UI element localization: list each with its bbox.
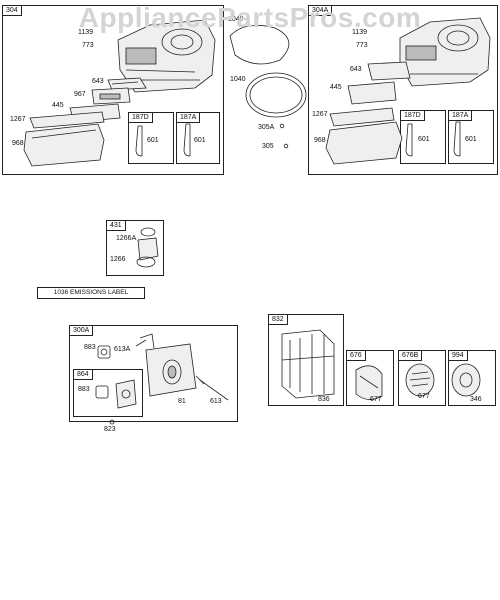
stud-613a-drawing	[135, 339, 147, 347]
part-number: 1139	[352, 29, 368, 36]
group-187a-left: 187A	[176, 112, 220, 164]
part-number: 968	[314, 137, 326, 144]
screws-305-drawing	[279, 123, 289, 149]
part-number: 601	[147, 137, 159, 144]
blower-housing-right-drawing	[399, 17, 491, 87]
group-187d-left-tag: 187D	[129, 113, 153, 123]
group-300a-tag: 300A	[70, 326, 94, 336]
part-number: 601	[194, 137, 206, 144]
part-number: 445	[52, 102, 64, 109]
fuel-tank-cover-left-drawing	[107, 77, 147, 91]
cover-968-left-drawing	[23, 123, 105, 167]
group-994: 994	[448, 350, 496, 406]
group-832-tag: 832	[269, 315, 288, 325]
guard-676b-drawing	[405, 363, 435, 397]
filter-1267-left-drawing	[29, 111, 105, 129]
part-number: 613A	[114, 346, 131, 353]
group-304a-tag: 304A	[309, 6, 333, 16]
tube-187a-left-drawing	[183, 123, 191, 157]
group-864-tag: 864	[74, 370, 93, 380]
part-number: 346	[470, 396, 482, 403]
blower-housing-left-drawing	[117, 19, 216, 93]
part-number: 1267	[10, 116, 26, 123]
part-number: 1266A	[116, 235, 137, 242]
part-number: 601	[418, 136, 430, 143]
cap-431-drawing	[136, 227, 159, 268]
panel-967-left-drawing	[91, 87, 131, 105]
group-187d-left: 187D	[128, 112, 174, 164]
plate-864-drawing	[115, 379, 137, 409]
gasket-883-top-drawing	[97, 345, 111, 359]
guard-832-drawing	[281, 329, 335, 399]
part-number: 305A	[258, 124, 275, 131]
part-number: 677	[418, 393, 430, 400]
part-number: 1040	[230, 76, 246, 83]
group-304: 304	[2, 5, 224, 175]
guard-994-drawing	[451, 363, 481, 397]
group-187d-right-tag: 187D	[401, 111, 425, 121]
group-300a: 300A	[69, 325, 238, 422]
part-number: 967	[74, 91, 86, 98]
group-187a-right-tag: 187A	[449, 111, 473, 121]
filter-1267-right-drawing	[329, 107, 395, 127]
part-number: 81	[178, 398, 186, 405]
group-676b: 676B	[398, 350, 446, 406]
part-number: 1267	[312, 111, 328, 118]
group-676-tag: 676	[347, 351, 366, 361]
cover-968-right-drawing	[325, 121, 403, 165]
group-994-tag: 994	[449, 351, 468, 361]
gasket-1040-top-drawing	[229, 24, 290, 65]
group-676b-tag: 676B	[399, 351, 423, 361]
group-304-tag: 304	[3, 6, 22, 16]
tube-187a-right-drawing	[453, 121, 461, 157]
group-187a-left-tag: 187A	[177, 113, 201, 123]
screw-823-drawing	[109, 419, 115, 425]
ring-1040-drawing	[245, 72, 307, 118]
gasket-883-inner-drawing	[95, 385, 109, 399]
part-number: 773	[82, 42, 94, 49]
part-number: 1040	[228, 16, 244, 23]
part-number: 883	[78, 386, 90, 393]
guard-676-drawing	[355, 365, 383, 400]
part-number: 677	[370, 396, 382, 403]
group-431: 431	[106, 220, 164, 276]
part-number: 643	[350, 66, 362, 73]
muffler-300a-drawing	[139, 333, 197, 397]
part-number: 643	[92, 78, 104, 85]
group-304a: 304A	[308, 5, 498, 175]
fuel-tank-cover-right-drawing	[367, 61, 411, 81]
part-number: 305	[262, 143, 274, 150]
group-676: 676	[346, 350, 394, 406]
part-number: 1139	[78, 29, 94, 36]
group-187a-right: 187A	[448, 110, 494, 164]
group-431-tag: 431	[107, 221, 126, 231]
tube-187d-right-drawing	[405, 123, 413, 157]
group-864: 864	[73, 369, 143, 417]
tube-187d-left-drawing	[135, 125, 143, 157]
part-number: 883	[84, 344, 96, 351]
air-filter-445-right-drawing	[347, 81, 397, 105]
bolt-613-drawing	[195, 375, 229, 401]
part-number: 613	[210, 398, 222, 405]
part-number: 1266	[110, 256, 126, 263]
part-number: 445	[330, 84, 342, 91]
part-number: 836	[318, 396, 330, 403]
group-832: 832	[268, 314, 344, 406]
part-number: 823	[104, 426, 116, 433]
emissions-label-box: 1036 EMISSIONS LABEL	[37, 287, 145, 299]
part-number: 968	[12, 140, 24, 147]
part-number: 773	[356, 42, 368, 49]
part-number: 601	[465, 136, 477, 143]
